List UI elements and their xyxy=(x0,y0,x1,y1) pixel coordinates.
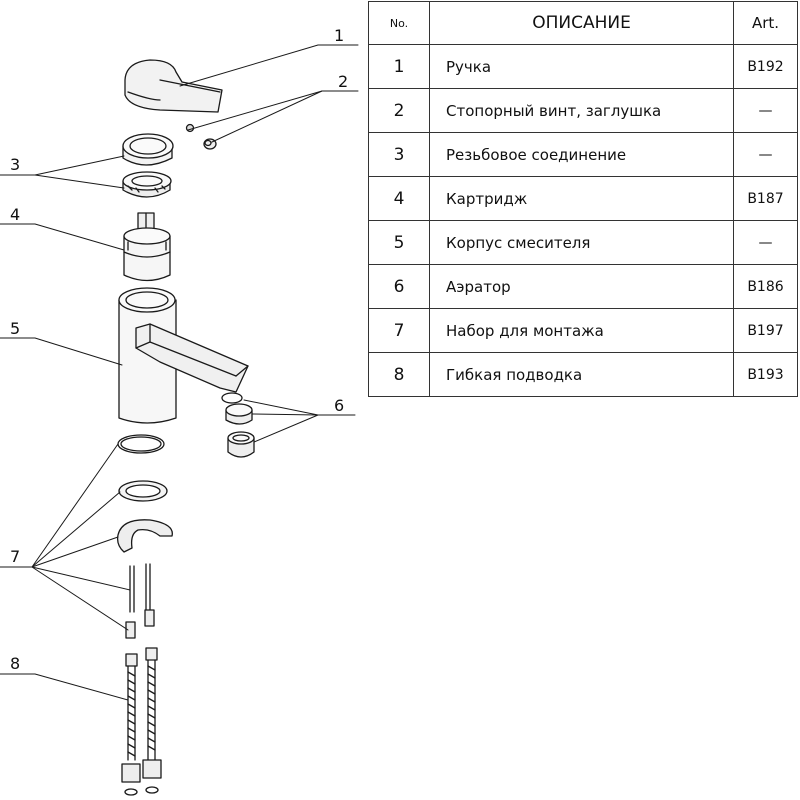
header-art: Art. xyxy=(733,1,798,45)
row-art: B192 xyxy=(733,44,798,89)
row-description: Стопорный винт, заглушка xyxy=(429,88,734,133)
callout-4: 4 xyxy=(10,205,20,224)
threaded-ring-lower xyxy=(122,171,172,198)
callout-8: 8 xyxy=(10,654,20,673)
row-art: — xyxy=(733,220,798,265)
row-description: Набор для монтажа xyxy=(429,308,734,353)
row-description: Картридж xyxy=(429,176,734,221)
parts-table: No. ОПИСАНИЕ Art. 1 Ручка B192 2 Стопорн… xyxy=(368,1,798,397)
row-description: Корпус смесителя xyxy=(429,220,734,265)
row-no: 2 xyxy=(368,88,430,133)
header-no: No. xyxy=(368,1,430,45)
table-row: 1 Ручка B192 xyxy=(368,44,798,89)
callout-1: 1 xyxy=(334,26,344,45)
mixer-body-part xyxy=(118,287,249,424)
row-no: 1 xyxy=(368,44,430,89)
row-no: 3 xyxy=(368,132,430,177)
table-row: 7 Набор для монтажа B197 xyxy=(368,308,798,353)
row-no: 6 xyxy=(368,264,430,309)
callout-2: 2 xyxy=(338,72,348,91)
row-art: — xyxy=(733,132,798,177)
row-art: B187 xyxy=(733,176,798,221)
table-row: 5 Корпус смесителя — xyxy=(368,220,798,265)
row-art: B197 xyxy=(733,308,798,353)
row-art: — xyxy=(733,88,798,133)
mounting-set-part xyxy=(116,434,173,639)
table-row: 4 Картридж B187 xyxy=(368,176,798,221)
row-art: B186 xyxy=(733,264,798,309)
table-row: 6 Аэратор B186 xyxy=(368,264,798,309)
row-no: 7 xyxy=(368,308,430,353)
flex-hose-part xyxy=(121,647,162,796)
handle-part xyxy=(124,59,223,113)
threaded-ring-upper xyxy=(122,133,174,166)
row-no: 4 xyxy=(368,176,430,221)
table-row: 3 Резьбовое соединение — xyxy=(368,132,798,177)
leader-lines xyxy=(0,44,359,701)
table-row: 8 Гибкая подводка B193 xyxy=(368,352,798,397)
callout-7: 7 xyxy=(10,547,20,566)
row-description: Гибкая подводка xyxy=(429,352,734,397)
row-description: Ручка xyxy=(429,44,734,89)
header-description: ОПИСАНИЕ xyxy=(429,1,734,45)
cartridge-part xyxy=(123,212,171,282)
set-screw-part xyxy=(185,123,195,133)
callout-5: 5 xyxy=(10,319,20,338)
row-art: B193 xyxy=(733,352,798,397)
aerator-part xyxy=(221,392,255,458)
callout-6: 6 xyxy=(334,396,344,415)
table-row: 2 Стопорный винт, заглушка — xyxy=(368,88,798,133)
row-description: Резьбовое соединение xyxy=(429,132,734,177)
row-description: Аэратор xyxy=(429,264,734,309)
row-no: 5 xyxy=(368,220,430,265)
table-header-row: No. ОПИСАНИЕ Art. xyxy=(368,1,798,45)
row-no: 8 xyxy=(368,352,430,397)
callout-3: 3 xyxy=(10,155,20,174)
